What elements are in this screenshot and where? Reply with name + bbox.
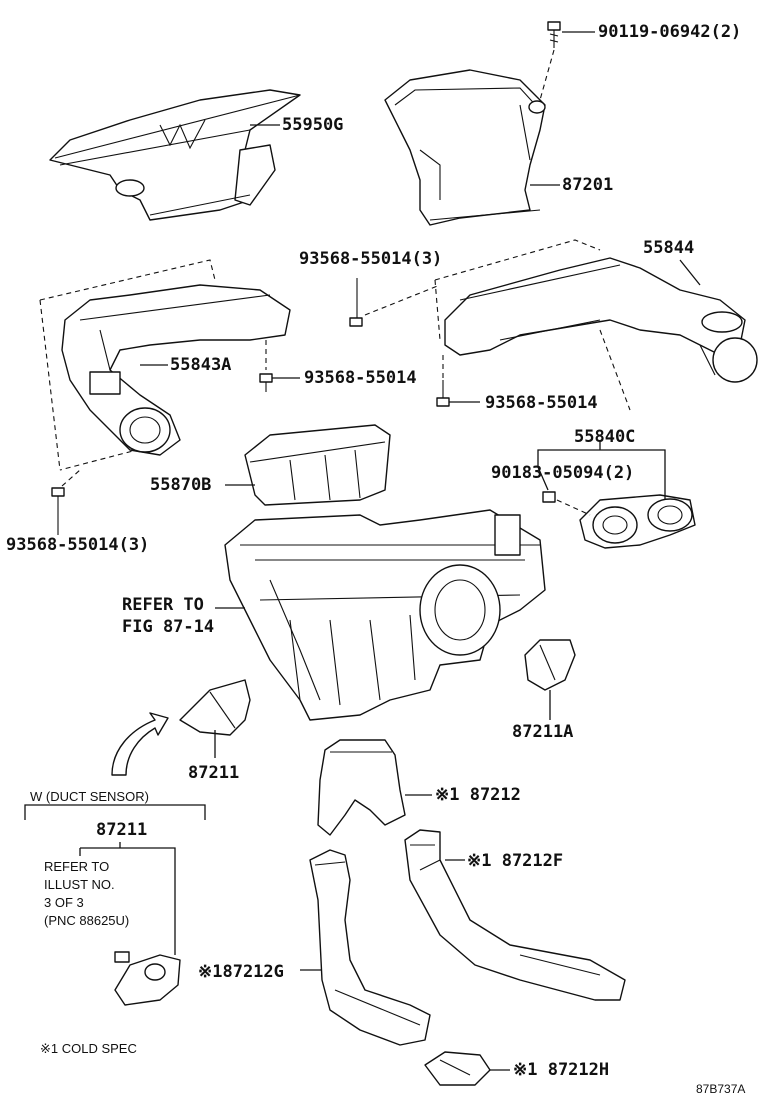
nozzle-55840c: [579, 494, 696, 549]
label-90119-06942: 90119-06942(2): [598, 22, 742, 42]
bolt-93568-right: [436, 355, 450, 407]
refer-fig-line1: REFER TO: [122, 595, 204, 615]
duct-87201: [384, 69, 546, 226]
clip-90183: [542, 491, 591, 516]
label-87212: ※1 87212: [435, 785, 521, 805]
duct-87212h: [424, 1051, 510, 1086]
heater-unit: [224, 509, 546, 721]
label-90183-05094: 90183-05094(2): [491, 463, 635, 483]
duct-87212f: [404, 829, 626, 1001]
duct-87211a: [524, 639, 576, 720]
label-87212h: ※1 87212H: [513, 1060, 610, 1080]
bolt-93568-mid: [259, 340, 273, 392]
duct-87211: [179, 679, 251, 758]
refer-fig-note: REFER TO FIG 87-14: [122, 594, 214, 638]
bracket-55840c: [537, 440, 666, 500]
label-55844: 55844: [643, 238, 695, 258]
duct-55844: [434, 239, 758, 411]
label-87211: 87211: [188, 763, 240, 783]
refer-illust-line2: ILLUST NO.: [44, 877, 115, 892]
duct-87212g: [300, 849, 431, 1046]
curved-arrow: [111, 712, 169, 776]
label-93568-55014-right: 93568-55014: [485, 393, 598, 413]
label-w-duct-sensor: W (DUCT SENSOR): [30, 789, 149, 804]
cover-55870b: [244, 424, 391, 506]
label-87212g: ※187212G: [198, 962, 284, 982]
label-87211a: 87211A: [512, 722, 574, 742]
label-55870b: 55870B: [150, 475, 212, 495]
bolt-93568-top: [349, 278, 441, 327]
refer-illust-line4: (PNC 88625U): [44, 913, 130, 928]
label-55840c: 55840C: [574, 427, 636, 447]
bolt-93568-left: [51, 469, 81, 535]
label-93568-55014-top: 93568-55014(3): [299, 249, 443, 269]
refer-illust-line3: 3 OF 3: [44, 895, 84, 910]
w-duct-sensor-box: [24, 804, 206, 955]
note-cold-spec: ※1 COLD SPEC: [40, 1041, 137, 1056]
label-87201: 87201: [562, 175, 614, 195]
label-55843a: 55843A: [170, 355, 232, 375]
duct-55950g: [49, 89, 301, 221]
label-93568-55014-left: 93568-55014(3): [6, 535, 150, 555]
duct-87212: [317, 739, 432, 836]
label-55950g: 55950G: [282, 115, 344, 135]
refer-illust-line1: REFER TO: [44, 859, 110, 874]
label-87212f: ※1 87212F: [467, 851, 564, 871]
duct-55843a: [39, 259, 291, 471]
refer-fig-line2: FIG 87-14: [122, 617, 215, 638]
bolt-90119: [539, 21, 561, 101]
leader-lines: [140, 31, 701, 486]
label-87211-w: 87211: [96, 820, 148, 840]
label-93568-55014-mid: 93568-55014: [304, 368, 417, 388]
sensor-88625u: [114, 951, 181, 1006]
refer-illust-note: REFER TO ILLUST NO. 3 OF 3 (PNC 88625U): [44, 858, 129, 930]
diagram-code: 87B737A: [696, 1082, 746, 1096]
